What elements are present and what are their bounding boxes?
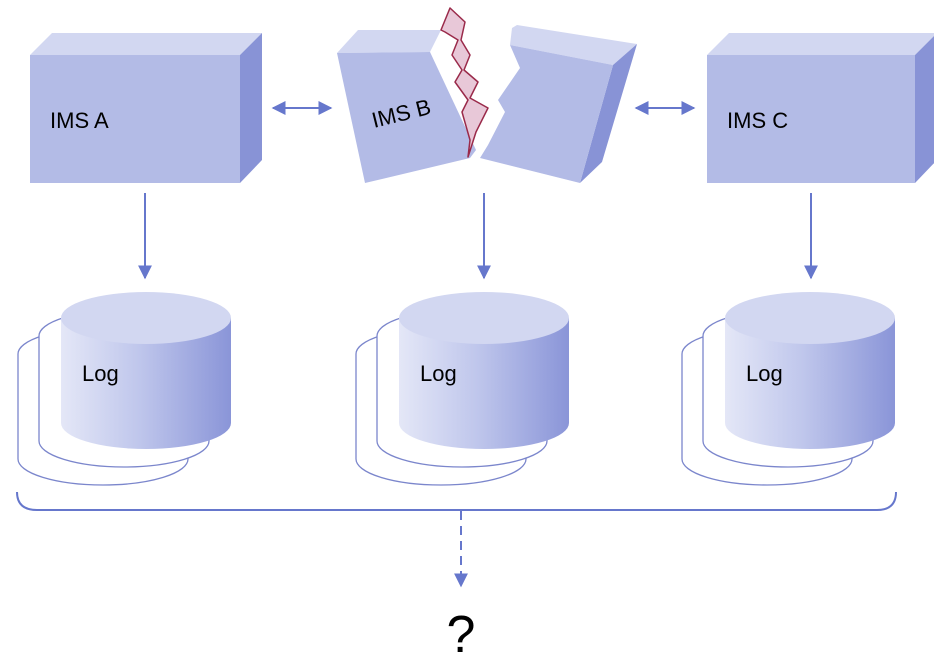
box-front: [30, 55, 240, 183]
box-b-left-front: [337, 52, 476, 183]
bracket: [16, 491, 897, 511]
box-b-left-top: [337, 30, 441, 53]
log-cylinder-top: [61, 292, 231, 344]
log-label: Log: [746, 361, 783, 386]
box-b-right-front: [480, 45, 613, 183]
result-question-mark: ?: [447, 606, 476, 661]
ims-c-box: IMS C: [707, 33, 934, 183]
ims-b-box: IMS B: [337, 7, 637, 183]
log-label: Log: [420, 361, 457, 386]
box-side: [240, 33, 262, 183]
ims-a-box: IMS A: [30, 33, 262, 183]
log-stack: Log: [17, 292, 231, 486]
box-b-right-top: [510, 25, 637, 65]
log-stack: Log: [355, 292, 569, 486]
log-label: Log: [82, 361, 119, 386]
crack-shape: [440, 7, 489, 158]
box-top: [30, 33, 262, 55]
log-stack: Log: [681, 292, 895, 486]
box-top: [707, 33, 934, 55]
box-side: [915, 36, 934, 183]
ims-c-label: IMS C: [727, 108, 788, 133]
log-cylinder-body: [61, 318, 231, 449]
box-front: [707, 55, 915, 183]
ims-a-label: IMS A: [50, 108, 109, 133]
box-b-right-side: [580, 44, 637, 183]
log-cylinder-top: [725, 292, 895, 344]
log-stacks: Log Log Log: [17, 292, 895, 486]
log-cylinder-body: [399, 318, 569, 449]
log-cylinder-top: [399, 292, 569, 344]
log-cylinder-body: [725, 318, 895, 449]
